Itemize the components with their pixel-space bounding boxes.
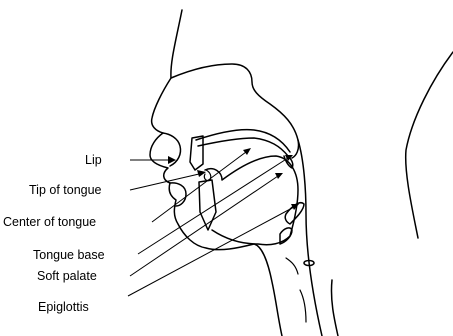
pointer-center-of-tongue	[152, 152, 246, 222]
pointer-soft-palate	[130, 176, 278, 276]
trachea-front	[331, 280, 338, 336]
label-tongue-base: Tongue base	[33, 248, 105, 262]
arrowhead-soft-palate	[275, 173, 283, 179]
label-lip: Lip	[85, 153, 102, 167]
pointer-lines	[128, 148, 299, 296]
nasal-cavity-outline	[171, 64, 299, 158]
tongue	[205, 156, 298, 245]
larynx-inner	[286, 258, 306, 322]
label-center-of-tongue: Center of tongue	[3, 215, 96, 229]
pharynx-back-wall	[298, 140, 322, 336]
pointer-tongue-base	[138, 158, 288, 254]
upper-teeth	[190, 136, 203, 170]
label-tip-of-tongue: Tip of tongue	[29, 183, 102, 197]
label-soft-palate: Soft palate	[37, 269, 97, 283]
face-profile-outline	[150, 10, 282, 336]
label-epiglottis: Epiglottis	[38, 300, 89, 314]
back-of-head-outline	[406, 52, 453, 238]
hard-palate	[196, 130, 290, 156]
pointer-epiglottis	[128, 207, 294, 296]
lower-teeth	[199, 180, 216, 230]
